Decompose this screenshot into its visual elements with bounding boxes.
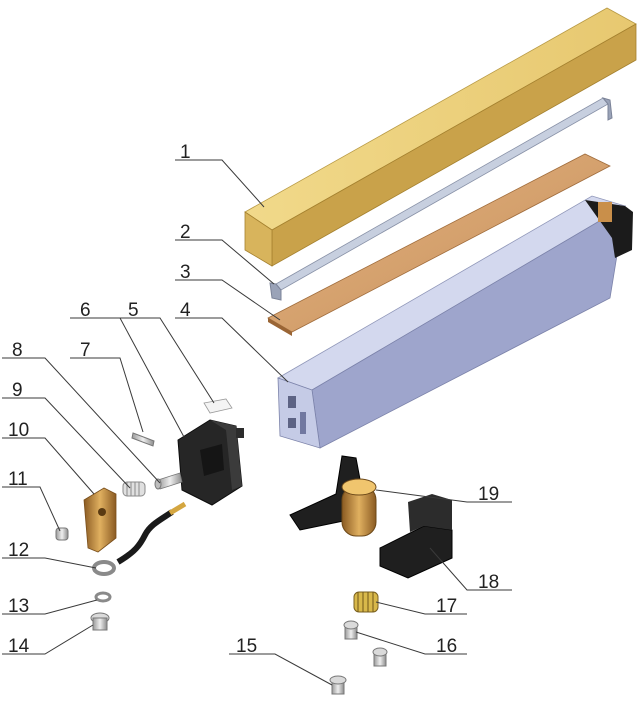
callout-3: 3 [180, 262, 191, 283]
part-6-terminal-block [177, 419, 244, 506]
part-1-carbon-block [244, 7, 637, 267]
callout-7: 7 [80, 340, 91, 361]
callout-15: 15 [236, 636, 257, 657]
callout-8: 8 [12, 340, 23, 361]
part-4-housing [277, 195, 633, 449]
callout-6: 6 [80, 300, 91, 321]
callout-13: 13 [8, 596, 29, 617]
part-17-coil [353, 591, 379, 613]
callout-19: 19 [478, 484, 499, 505]
callout-9: 9 [12, 380, 23, 401]
part-11-nut [55, 527, 69, 541]
callout-1: 1 [180, 142, 191, 163]
part-18-bracket [379, 494, 453, 579]
callout-18: 18 [478, 572, 499, 593]
part-2-spring-strip [269, 97, 613, 301]
callout-numbers: 1 2 3 4 5 6 7 8 9 10 11 12 13 14 15 16 1… [8, 142, 499, 657]
callout-17: 17 [436, 596, 457, 617]
part-7-pin [131, 432, 155, 447]
part-5-insert [203, 398, 233, 414]
part-15-bolt [329, 675, 347, 695]
callout-4: 4 [180, 300, 191, 321]
callout-11: 11 [8, 469, 28, 490]
callout-10: 10 [8, 420, 29, 441]
part-14-bolt [90, 612, 110, 631]
part-16-bolts [343, 620, 388, 667]
callout-5: 5 [128, 300, 139, 321]
leader-lines [2, 159, 512, 686]
callout-12: 12 [8, 540, 29, 561]
part-8-screw [154, 472, 183, 490]
callout-16: 16 [436, 636, 457, 657]
part-3-copper-plate [267, 153, 611, 336]
part-10-brass-connector [83, 487, 117, 553]
part-19-bracket-roller [289, 455, 377, 537]
part-9-spring [122, 481, 146, 497]
callout-2: 2 [180, 222, 191, 243]
part-13-washer [94, 591, 112, 603]
callout-14: 14 [8, 636, 30, 657]
